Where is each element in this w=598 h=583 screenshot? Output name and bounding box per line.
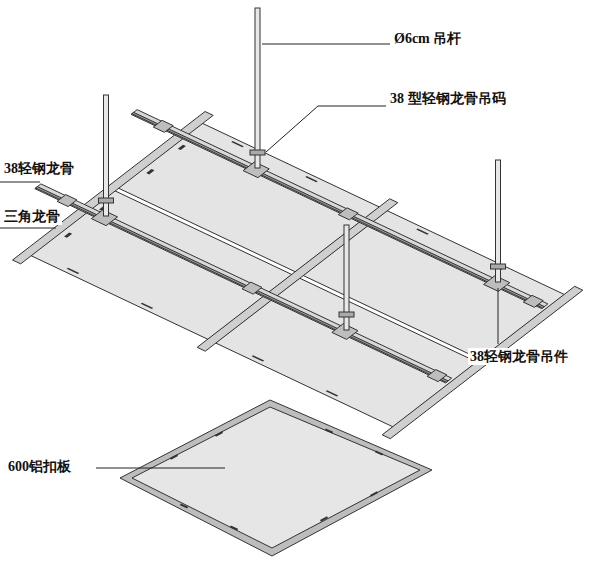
triangle-keel [13,112,583,439]
aluminium-panel [303,211,565,360]
part-label: 38 型轻钢龙骨吊码 [388,90,508,107]
ceiling-plane [13,112,583,439]
part-label: 600铝扣板 [6,458,73,475]
part-label: 38轻钢龙骨吊件 [468,348,570,365]
part-label: 38轻钢龙骨 [2,160,76,177]
loose-panel [120,400,432,556]
hanger-rod [99,8,506,330]
main-channel [32,108,550,385]
part-label: Ø6cm 吊杆 [392,30,463,47]
part-label: 三角龙骨 [2,208,62,225]
hanger-clip [56,119,545,382]
leader-line [0,44,498,468]
